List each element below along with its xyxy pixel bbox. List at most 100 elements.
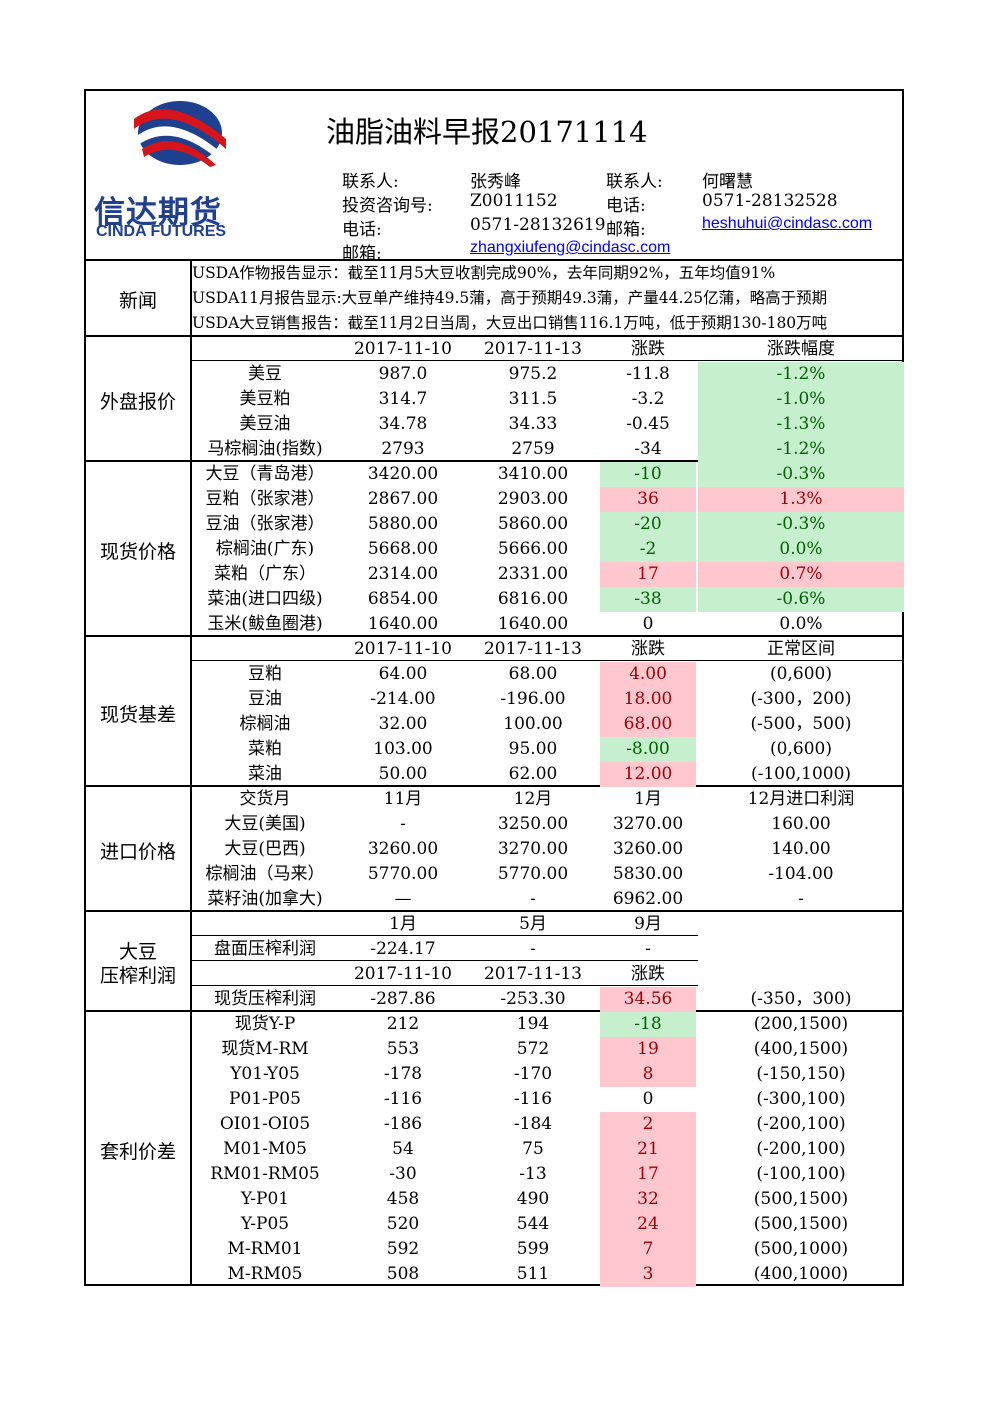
cinda-logo-icon	[134, 101, 226, 167]
foreign-header: 涨跌幅度	[767, 339, 835, 359]
crush-value-col-1: -224.17	[370, 939, 436, 959]
basis-value-col-2: 62.00	[508, 764, 558, 784]
foreign-value-col-1: 314.7	[378, 389, 428, 409]
spot-change: 36	[600, 487, 696, 512]
spread-row-label: Y01-Y05	[230, 1064, 300, 1084]
crush-value-col-1: -287.86	[370, 989, 436, 1009]
contact2-label: 联系人:	[606, 172, 663, 192]
basis-change: -8.00	[600, 737, 696, 762]
import-value-col-1: 3260.00	[367, 839, 439, 859]
import-header: 交货月	[239, 789, 291, 809]
foreign-header: 2017-11-10	[353, 339, 452, 359]
foreign-header: 涨跌	[631, 339, 665, 359]
section-label-spot: 现货价格	[99, 541, 176, 563]
section-label-import: 进口价格	[99, 841, 176, 863]
basis-row-label: 豆油	[248, 689, 282, 709]
basis-row-label: 菜油	[248, 764, 282, 784]
spot-change: 17	[600, 562, 696, 587]
spread-change: 0	[642, 1089, 654, 1109]
import-value-col-2: 3250.00	[497, 814, 569, 834]
basis-change: 4.00	[600, 662, 696, 687]
news-item: USDA大豆销售报告：截至11月2日当周，大豆出口销售116.1万吨，低于预期1…	[192, 314, 828, 332]
spread-change: 3	[600, 1262, 696, 1287]
import-header: 12月进口利润	[747, 789, 855, 809]
spot-row-label: 玉米(鲅鱼圈港)	[207, 614, 323, 634]
spread-row-label: M-RM01	[227, 1239, 303, 1259]
spread-extra: (-200,100)	[756, 1114, 846, 1134]
crush-header: 5月	[519, 914, 547, 934]
foreign-extra: -1.2%	[698, 362, 904, 387]
spread-value-col-2: 490	[516, 1189, 550, 1209]
spot-extra: -0.3%	[698, 512, 904, 537]
spot-row-label: 豆油（张家港）	[205, 514, 325, 534]
basis-change: 18.00	[600, 687, 696, 712]
basis-extra: (0,600)	[770, 739, 832, 759]
phone1-value: 0571-28132619	[470, 215, 606, 235]
spot-value-col-1: 2867.00	[367, 489, 439, 509]
spot-row-label: 大豆（青岛港）	[205, 464, 325, 484]
foreign-value-col-1: 34.78	[378, 414, 428, 434]
crush-value-col-2: -253.30	[500, 989, 566, 1009]
email2-link[interactable]: heshuhui@cindasc.com	[702, 215, 873, 232]
spread-extra: (-100,100)	[756, 1164, 846, 1184]
report-sheet: 信达期货 CINDA FUTURES 油脂油料早报20171114 联系人: 张…	[84, 89, 904, 1287]
basis-change: 68.00	[600, 712, 696, 737]
foreign-value-col-2: 311.5	[508, 389, 558, 409]
email1-link[interactable]: zhangxiufeng@cindasc.com	[470, 239, 671, 256]
foreign-row-label: 美豆	[248, 364, 282, 384]
spread-extra: (500,1000)	[753, 1239, 849, 1259]
import-extra: 160.00	[771, 814, 831, 834]
spot-value-col-1: 3420.00	[367, 464, 439, 484]
spread-extra: (-150,150)	[756, 1064, 846, 1084]
spot-row-label: 棕榈油(广东)	[215, 539, 315, 559]
spread-extra: (400,1500)	[753, 1039, 849, 1059]
spread-extra: (400,1000)	[753, 1264, 849, 1284]
news-item: USDA11月报告显示:大豆单产维持49.5蒲，高于预期49.3蒲，产量44.2…	[192, 289, 828, 307]
phone1-label: 电话:	[342, 220, 382, 240]
spread-extra: (500,1500)	[753, 1214, 849, 1234]
spread-value-col-2: -170	[513, 1064, 553, 1084]
spread-value-col-2: -116	[513, 1089, 553, 1109]
basis-value-col-1: 64.00	[378, 664, 428, 684]
spread-change: 19	[600, 1037, 696, 1062]
crush-change: 34.56	[600, 987, 696, 1012]
spot-value-col-1: 1640.00	[367, 614, 439, 634]
spot-value-col-2: 2903.00	[497, 489, 569, 509]
basis-value-col-1: 32.00	[378, 714, 428, 734]
spread-row-label: 现货M-RM	[221, 1039, 309, 1059]
spread-row-label: M-RM05	[227, 1264, 303, 1284]
company-logo: 信达期货 CINDA FUTURES	[94, 97, 264, 240]
basis-header: 2017-11-13	[483, 639, 582, 659]
spot-change: -20	[600, 512, 696, 537]
basis-row-label: 菜粕	[248, 739, 282, 759]
spot-value-col-1: 5880.00	[367, 514, 439, 534]
spread-value-col-2: 544	[516, 1214, 550, 1234]
section-label-basis: 现货基差	[99, 704, 176, 726]
foreign-value-col-2: 975.2	[508, 364, 558, 384]
spread-value-col-2: -13	[519, 1164, 547, 1184]
basis-change: 12.00	[600, 762, 696, 787]
contact2-name: 何曙慧	[702, 172, 753, 192]
foreign-row-label: 美豆粕	[239, 389, 291, 409]
section-label-spread: 套利价差	[99, 1141, 176, 1163]
license-label: 投资咨询号:	[342, 196, 433, 216]
import-row-label: 大豆(巴西)	[224, 839, 306, 859]
contact1-label: 联系人:	[342, 172, 399, 192]
spread-value-col-2: -184	[513, 1114, 553, 1134]
import-value-col-2: -	[530, 889, 536, 909]
basis-value-col-1: 50.00	[378, 764, 428, 784]
foreign-change: -3.2	[631, 389, 665, 409]
basis-extra: (-300，200)	[750, 689, 852, 709]
spot-row-label: 豆粕（张家港）	[205, 489, 325, 509]
basis-header: 2017-11-10	[353, 639, 452, 659]
foreign-change: -0.45	[626, 414, 670, 434]
spread-extra: (-200,100)	[756, 1139, 846, 1159]
spread-value-col-1: -116	[383, 1089, 423, 1109]
crush-extra: (-350，300)	[750, 989, 852, 1009]
spot-change: 0	[642, 614, 654, 634]
spot-row-label: 菜粕（广东）	[214, 564, 316, 584]
import-value-col-1: —	[394, 889, 412, 909]
spread-value-col-2: 194	[516, 1014, 550, 1034]
foreign-value-col-1: 2793	[381, 439, 425, 459]
import-change: 3260.00	[612, 839, 684, 859]
